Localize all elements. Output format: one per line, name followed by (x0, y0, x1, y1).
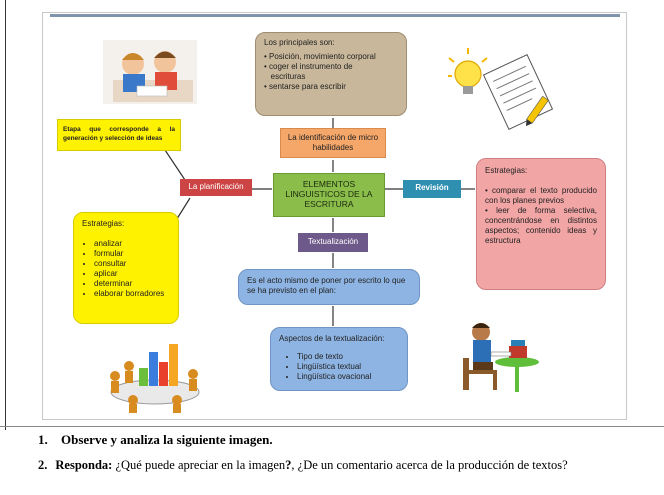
list-item: Tipo de texto (297, 352, 399, 362)
acto-box: Es el acto mismo de poner por escrito lo… (238, 269, 420, 305)
list-item: • comparar el texto producido con los pl… (485, 186, 597, 205)
list-item: elaborar borradores (94, 289, 170, 299)
principales-box: Los principales son: • Posición, movimie… (255, 32, 407, 116)
principales-item: escrituras (264, 72, 306, 81)
list-item: Lingüística ovacional (297, 372, 399, 382)
question-1: 1. Observe y analiza la siguiente imagen… (38, 432, 273, 448)
left-margin-line (5, 0, 6, 430)
aspectos-list: Tipo de texto Lingüística textual Lingüí… (279, 352, 399, 382)
list-item: aplicar (94, 269, 170, 279)
separator-line (0, 426, 664, 427)
textualizacion-box: Textualización (298, 233, 368, 252)
aspectos-title: Aspectos de la textualización: (279, 334, 385, 343)
principales-item: • coger el instrumento de (264, 62, 353, 71)
question-1-number: 1. (38, 432, 48, 447)
estrategias-right-box: Estrategias: • comparar el texto produci… (476, 158, 606, 290)
question-2-rest: , ¿De un comentario acerca de la producc… (291, 458, 568, 472)
identificacion-box: La identificación de micro habilidades (280, 128, 386, 158)
estrategias-left-box: Estrategias: analizar formular consultar… (73, 212, 179, 324)
list-item: Lingüística textual (297, 362, 399, 372)
question-2-mark: ? (285, 458, 292, 472)
revision-box: Revisión (403, 180, 461, 198)
meeting-chart-image (110, 344, 200, 413)
list-item: consultar (94, 259, 170, 269)
planificacion-box: La planificación (180, 179, 252, 196)
principales-item: • Posición, movimiento corporal (264, 52, 376, 61)
question-2-number: 2. (38, 458, 48, 472)
principales-item: • sentarse para escribir (264, 82, 346, 91)
principales-title: Los principales son: (264, 38, 335, 47)
estrategias-left-list: analizar formular consultar aplicar dete… (82, 239, 170, 299)
question-1-text: Observe y analiza la siguiente imagen. (61, 432, 273, 447)
estrategias-right-title: Estrategias: (485, 166, 528, 175)
top-rule (50, 14, 620, 17)
aspectos-box: Aspectos de la textualización: Tipo de t… (270, 327, 408, 391)
list-item: analizar (94, 239, 170, 249)
list-item: formular (94, 249, 170, 259)
estrategias-left-title: Estrategias: (82, 219, 125, 228)
question-2-text: ¿Qué puede apreciar en la imagen (112, 458, 286, 472)
kids-writing-image (103, 40, 197, 104)
list-item: determinar (94, 279, 170, 289)
question-2: 2. Responda: ¿Qué puede apreciar en la im… (38, 458, 568, 473)
student-studying-image (463, 323, 539, 392)
question-2-label: Responda: (55, 458, 113, 472)
etapa-box: Etapa que corresponde a la generación y … (57, 119, 181, 151)
list-item: • leer de forma selectiva, concentrándos… (485, 206, 597, 245)
lightbulb-paper-image (448, 48, 554, 130)
center-box: ELEMENTOS LINGUISTICOS DE LA ESCRITURA (273, 173, 385, 217)
